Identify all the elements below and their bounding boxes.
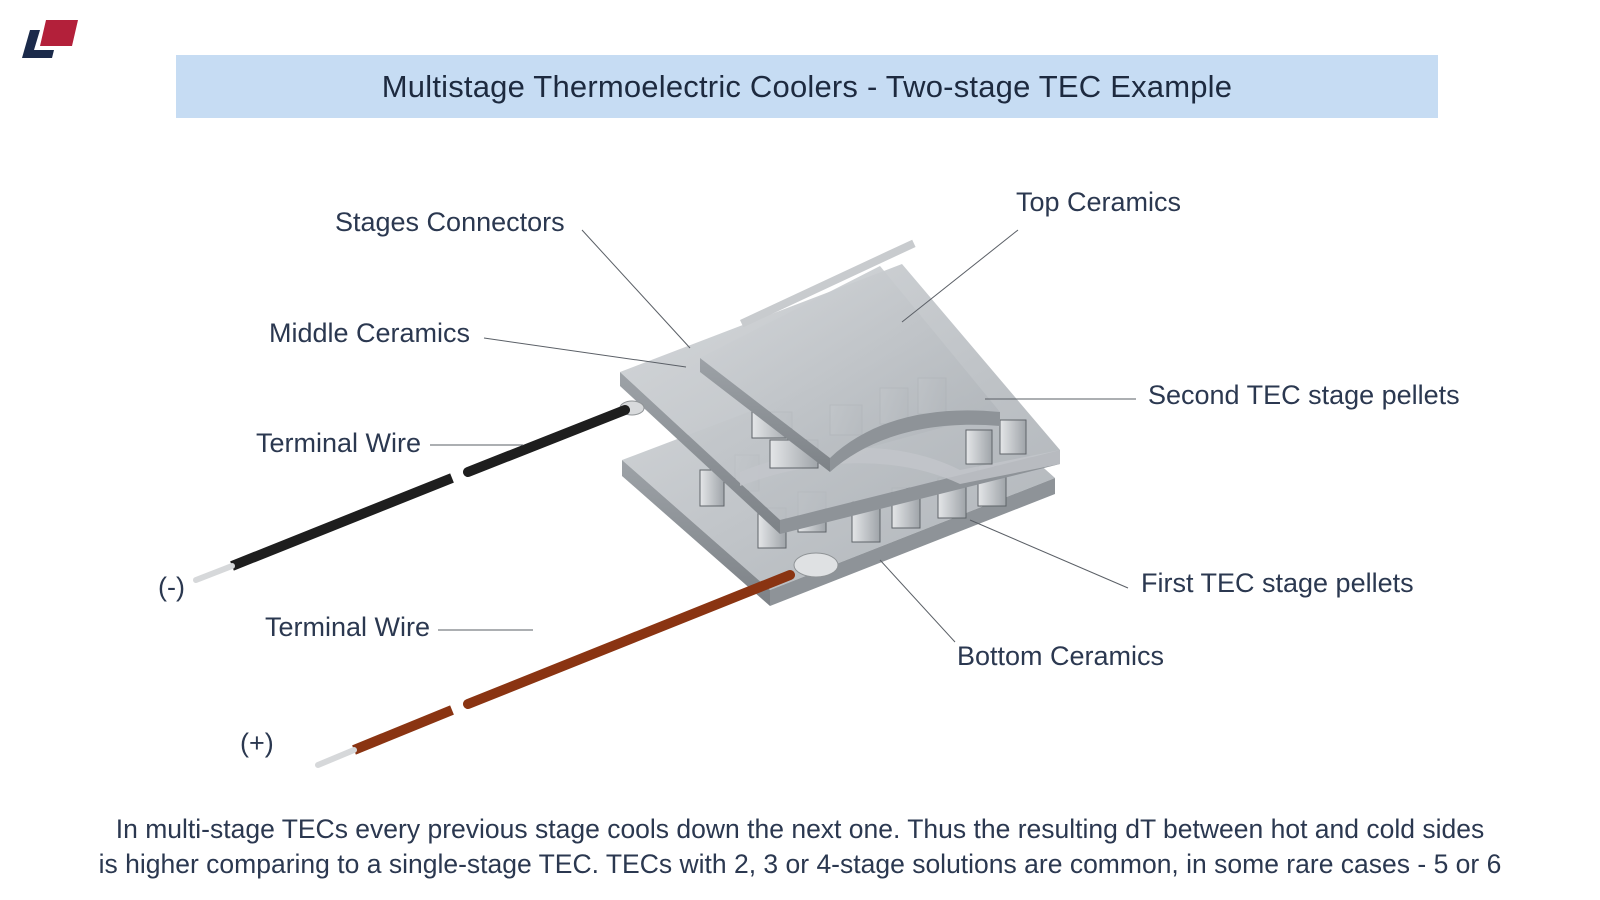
leader-line-bottom-ceramics xyxy=(879,559,956,643)
negative-terminal-wire xyxy=(193,405,630,583)
label-terminal-wire-positive: Terminal Wire xyxy=(265,612,431,642)
label-middle-ceramics: Middle Ceramics xyxy=(269,318,471,348)
leader-line-top-ceramics xyxy=(901,229,1019,323)
label-bottom-ceramics: Bottom Ceramics xyxy=(957,641,1165,671)
leader-line-stages-connectors xyxy=(581,229,691,349)
logo-navy-l xyxy=(22,30,54,58)
top-ceramics xyxy=(700,239,1000,472)
caption: In multi-stage TECs every previous stage… xyxy=(40,812,1560,882)
page-title: Multistage Thermoelectric Coolers - Two-… xyxy=(381,68,1233,104)
caption-line-2: is higher comparing to a single-stage TE… xyxy=(98,849,1502,879)
label-stages-connectors: Stages Connectors xyxy=(335,207,565,237)
caption-line-1: In multi-stage TECs every previous stage… xyxy=(115,814,1485,844)
leader-line-middle-ceramics xyxy=(483,337,687,368)
title-banner: Multistage Thermoelectric Coolers - Two-… xyxy=(176,55,1438,118)
label-positive-sign: (+) xyxy=(240,728,274,758)
leader-line-first-stage xyxy=(969,519,1129,589)
label-terminal-wire-negative: Terminal Wire xyxy=(256,428,422,458)
label-top-ceramics: Top Ceramics xyxy=(1016,187,1182,217)
label-second-stage-pellets: Second TEC stage pellets xyxy=(1148,380,1460,410)
positive-terminal-wire xyxy=(315,570,795,768)
label-negative-sign: (-) xyxy=(158,572,185,602)
company-logo xyxy=(22,20,78,58)
logo-red-block xyxy=(40,20,78,46)
label-first-stage-pellets: First TEC stage pellets xyxy=(1141,568,1414,598)
positive-terminal-solder xyxy=(793,552,839,578)
